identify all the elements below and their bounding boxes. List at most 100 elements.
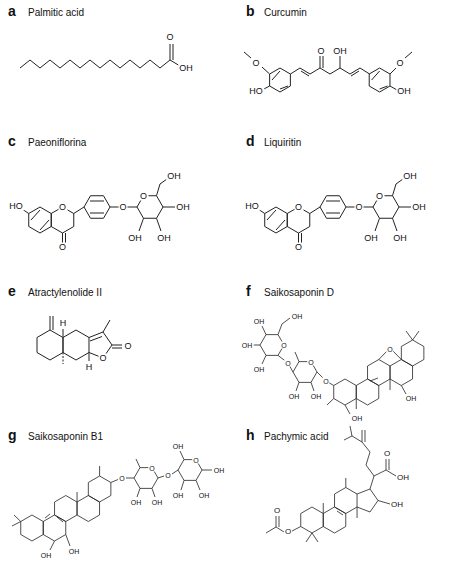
atom-label: H <box>59 319 68 328</box>
bond-line <box>126 478 134 479</box>
bond-line <box>40 220 49 230</box>
bond-line <box>37 330 63 360</box>
bond-line <box>401 340 424 366</box>
atom-label: OH <box>175 203 191 212</box>
bond-line <box>136 459 140 468</box>
panel-letter: f <box>246 284 251 298</box>
atom-label: HO <box>8 202 24 211</box>
compound-name: Atractylenolide II <box>28 288 102 298</box>
atom-label: OH <box>363 234 379 243</box>
bond-line <box>345 478 346 488</box>
atom-label: OH <box>68 548 81 555</box>
atom-label: OH <box>253 318 266 325</box>
bond-line <box>77 496 100 522</box>
atom-label: OH <box>253 366 266 373</box>
bond-line <box>345 405 350 414</box>
bond-line <box>390 68 396 74</box>
atom-label: OH <box>198 492 211 499</box>
bond-line <box>323 56 324 68</box>
bond-line <box>393 351 401 360</box>
bond-line <box>378 501 390 505</box>
bond-line <box>50 541 55 550</box>
bond-line <box>89 353 90 362</box>
bond-line <box>413 331 419 340</box>
atom-label: O <box>164 472 171 479</box>
atom-label: O <box>58 243 67 252</box>
bond-line <box>103 320 110 332</box>
bond-line <box>334 379 357 405</box>
panel-letter: g <box>8 428 17 442</box>
bond-line <box>265 207 288 233</box>
bond-line <box>272 71 280 80</box>
bond-line <box>401 386 406 395</box>
bond-line <box>66 535 70 547</box>
bond-line <box>196 480 200 490</box>
bond-line <box>335 488 358 514</box>
bond-line <box>158 476 164 478</box>
compound-name: Saikosaponin D <box>264 288 334 298</box>
bond-line <box>323 503 324 514</box>
atom-label: O <box>139 191 148 200</box>
atom-label: OH <box>166 172 182 181</box>
atom-label: O <box>165 33 174 42</box>
atom-label: OH <box>151 499 164 506</box>
bond-line <box>63 330 89 360</box>
bond-line <box>266 527 276 533</box>
atom-label: HO <box>244 202 260 211</box>
bond-line <box>45 514 50 518</box>
bond-line <box>317 372 334 386</box>
bond-line <box>337 511 343 515</box>
bond-line <box>344 436 352 440</box>
panel-letter: h <box>246 428 255 442</box>
bond-line <box>393 179 404 196</box>
bond-line <box>295 352 299 362</box>
atom-label: OH <box>390 501 404 509</box>
bond-line <box>267 210 276 220</box>
bond-line <box>386 459 387 470</box>
bond-line <box>298 233 299 243</box>
bond-line <box>357 507 358 518</box>
compound-name: Palmitic acid <box>28 8 84 18</box>
atom-label: O <box>307 358 314 365</box>
panel-letter: c <box>8 134 16 148</box>
bond-line <box>372 71 380 80</box>
atom-label: OH <box>392 234 408 243</box>
bond-line <box>312 533 318 542</box>
panel-letter: b <box>246 4 255 18</box>
panel-letter: e <box>8 284 16 298</box>
bond-line <box>280 86 288 89</box>
bond-line <box>50 316 51 330</box>
bond-line <box>157 218 162 231</box>
bond-line <box>311 382 314 391</box>
panel-letter: a <box>8 4 16 18</box>
bond-line <box>340 56 341 68</box>
bond-line <box>310 207 320 214</box>
bond-line <box>320 56 321 68</box>
bond-line <box>351 71 359 76</box>
bond-line <box>31 210 40 220</box>
atom-label: O <box>98 354 107 363</box>
bond-line <box>202 470 212 471</box>
bond-line <box>12 522 21 527</box>
bond-line <box>90 201 104 202</box>
bond-line <box>62 233 63 243</box>
bond-line <box>369 68 390 92</box>
atom-label: O <box>284 360 291 367</box>
bond-line <box>368 360 391 386</box>
bond-line <box>180 451 184 460</box>
bond-line <box>370 476 374 489</box>
atom-label: OH <box>402 172 418 181</box>
bond-line <box>84 196 110 219</box>
atom-label: O <box>273 507 281 515</box>
atom-label: OH <box>310 393 323 400</box>
bond-line <box>276 516 277 527</box>
bond-line <box>139 218 144 231</box>
bond-line <box>405 52 412 58</box>
bond-line <box>356 399 357 410</box>
bond-line <box>57 517 63 522</box>
bond-line <box>279 516 280 527</box>
bond-line <box>306 533 312 542</box>
atom-label: O <box>118 475 125 482</box>
compound-name: Paeoniflorina <box>28 138 86 148</box>
atom-label: O <box>280 342 287 349</box>
